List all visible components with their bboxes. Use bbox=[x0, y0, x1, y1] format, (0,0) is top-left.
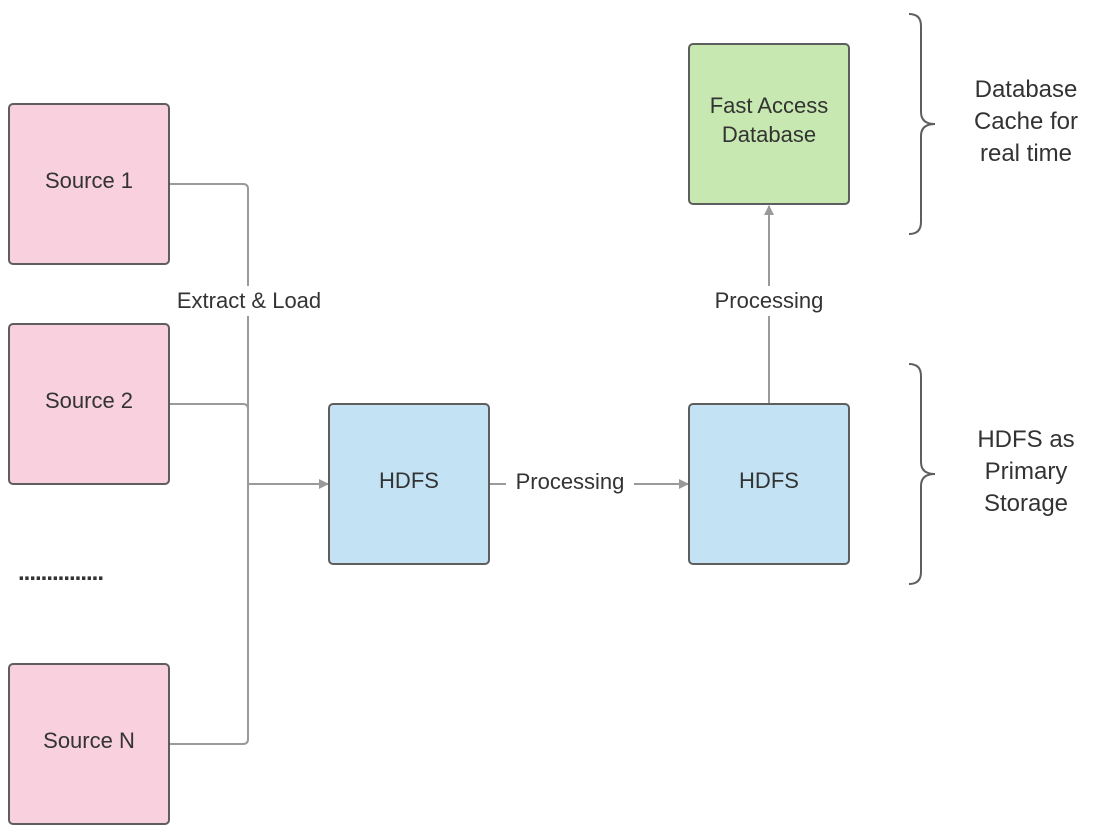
hdfs-processed-node: HDFS bbox=[688, 403, 850, 565]
extract-load-label: Extract & Load bbox=[177, 288, 321, 313]
cache-annotation-line-1: Database bbox=[975, 76, 1078, 103]
cache-annotation: Database Cache for real time bbox=[974, 76, 1078, 167]
storage-annotation: HDFS as Primary Storage bbox=[977, 426, 1074, 517]
connector-source-1 bbox=[170, 183, 249, 484]
hdfs-raw-node: HDFS bbox=[328, 403, 490, 565]
source-node-n: Source N bbox=[8, 663, 170, 825]
storage-annotation-line-3: Storage bbox=[984, 490, 1068, 517]
cache-brace bbox=[908, 13, 936, 235]
storage-annotation-line-1: HDFS as bbox=[977, 426, 1074, 453]
hdfs-box bbox=[688, 403, 850, 565]
hdfs-label: HDFS bbox=[379, 468, 439, 493]
source-box bbox=[8, 323, 170, 485]
processing-label-db: Processing bbox=[715, 288, 824, 313]
cache-annotation-line-3: real time bbox=[980, 140, 1072, 167]
source-label: Source 2 bbox=[45, 388, 133, 413]
cache-annotation-line-2: Cache for bbox=[974, 108, 1078, 135]
fast-access-db-node: Fast Access Database bbox=[688, 43, 850, 205]
storage-brace bbox=[908, 363, 936, 585]
source-node-2: Source 2 bbox=[8, 323, 170, 485]
more-sources-ellipsis: ............... bbox=[18, 559, 103, 586]
source-box bbox=[8, 103, 170, 265]
source-box bbox=[8, 663, 170, 825]
edge-labels: Extract & Load Processing Processing bbox=[164, 286, 833, 498]
db-label-line-2: Database bbox=[722, 122, 816, 147]
connector-source-n bbox=[170, 484, 249, 745]
source-node-1: Source 1 bbox=[8, 103, 170, 265]
hdfs-label: HDFS bbox=[739, 468, 799, 493]
source-label: Source 1 bbox=[45, 168, 133, 193]
processing-label-hdfs: Processing bbox=[516, 469, 625, 494]
source-label: Source N bbox=[43, 728, 135, 753]
storage-annotation-line-2: Primary bbox=[985, 458, 1068, 485]
db-label-line-1: Fast Access bbox=[710, 93, 829, 118]
db-box bbox=[688, 43, 850, 205]
connector-source-2 bbox=[170, 403, 249, 484]
hdfs-box bbox=[328, 403, 490, 565]
